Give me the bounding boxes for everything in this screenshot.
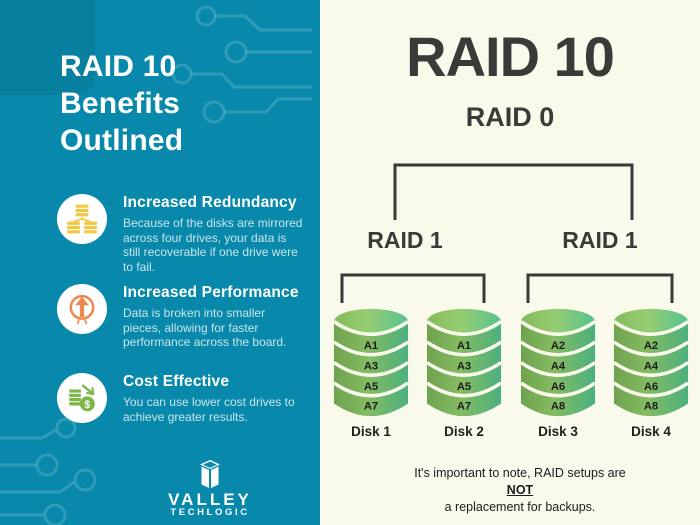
disk-label-4: Disk 4 <box>631 424 671 439</box>
disk-block: A4 <box>551 360 566 372</box>
benefit-title: Increased Performance <box>123 284 299 301</box>
benefit-text: Cost Effective You can use lower cost dr… <box>123 373 304 424</box>
benefit-title: Cost Effective <box>123 373 230 390</box>
disk-block: A2 <box>551 340 565 352</box>
benefit-text: Increased Performance Data is broken int… <box>123 284 304 350</box>
logo-name: VALLEY <box>168 490 252 509</box>
benefit-item-redundancy: Increased Redundancy Because of the disk… <box>57 194 304 274</box>
disk-block: A1 <box>364 340 378 352</box>
corner-shade-decoration <box>0 0 95 95</box>
disk-cylinder-4: A2 A4 A6 A8 <box>612 308 690 417</box>
servers-network-icon <box>67 204 97 234</box>
benefit-description: Because of the disks are mirrored across… <box>123 216 303 274</box>
disk-cylinder-1: A1 A3 A5 A7 <box>332 308 410 417</box>
logo-subname: TECHLOGIC <box>170 507 250 518</box>
benefit-text: Increased Redundancy Because of the disk… <box>123 194 304 274</box>
valley-techlogic-logo: VALLEY TECHLOGIC <box>150 460 270 518</box>
coins-dollar-icon: $ <box>69 384 95 412</box>
benefit-icon-circle <box>57 284 107 334</box>
page-title-line-2: Benefits <box>60 87 180 120</box>
disk-label-1: Disk 1 <box>351 424 391 439</box>
note-line-1: It's important to note, RAID setups are <box>414 466 626 480</box>
page-title: RAID 10 Benefits Outlined <box>60 48 183 159</box>
disk-block: A5 <box>364 381 378 393</box>
note-emphasis: NOT <box>506 483 534 497</box>
disk-block: A7 <box>457 400 471 412</box>
circuit-pattern-bottom-left <box>0 417 97 525</box>
disk-block: A5 <box>457 381 471 393</box>
benefits-sidebar: RAID 10 Benefits Outlined Increased Redu… <box>0 0 320 525</box>
note-line-2: a replacement for backups. <box>444 500 596 514</box>
disk-label-3: Disk 3 <box>538 424 578 439</box>
disk-label-2: Disk 2 <box>444 424 484 439</box>
backup-note: It's important to note, RAID setups are … <box>340 465 700 516</box>
disk-cylinder-3: A2 A4 A6 A8 <box>519 308 597 417</box>
raid-diagram-panel: RAID 10 RAID 0 RAID 1 RAID 1 A1 A3 A5 A7 <box>320 0 700 525</box>
raid0-label: RAID 0 <box>465 102 555 132</box>
benefit-description: You can use lower cost drives to achieve… <box>123 395 295 424</box>
disk-block: A7 <box>364 400 378 412</box>
logo-cube-icon <box>200 460 220 488</box>
page-title-line-1: RAID 10 <box>60 50 177 83</box>
disk-block: A6 <box>644 381 658 393</box>
disk-block: A4 <box>644 360 659 372</box>
raid1-label-left: RAID 1 <box>367 227 443 253</box>
disk-block: A8 <box>551 400 565 412</box>
diagram-title: RAID 10 <box>406 25 615 88</box>
benefit-item-performance: Increased Performance Data is broken int… <box>57 284 304 350</box>
benefit-title: Increased Redundancy <box>123 194 297 211</box>
benefit-item-cost: $ Cost Effective You can use lower cost … <box>57 373 304 424</box>
disk-block: A6 <box>551 381 565 393</box>
benefit-icon-circle: $ <box>57 373 107 423</box>
disk-block: A8 <box>644 400 658 412</box>
benefit-icon-circle <box>57 194 107 244</box>
page-title-line-3: Outlined <box>60 124 184 157</box>
disk-block: A3 <box>364 360 378 372</box>
raid1-label-right: RAID 1 <box>562 227 638 253</box>
benefit-description: Data is broken into smaller pieces, allo… <box>123 306 287 349</box>
circuit-pattern-top-right <box>171 5 312 124</box>
disk-block: A3 <box>457 360 471 372</box>
disk-block: A2 <box>644 340 658 352</box>
arrow-up-performance-icon <box>69 294 95 325</box>
svg-text:$: $ <box>84 399 90 411</box>
disk-block: A1 <box>457 340 471 352</box>
tree-connector-lines <box>340 163 674 303</box>
disk-cylinder-2: A1 A3 A5 A7 <box>425 308 503 417</box>
